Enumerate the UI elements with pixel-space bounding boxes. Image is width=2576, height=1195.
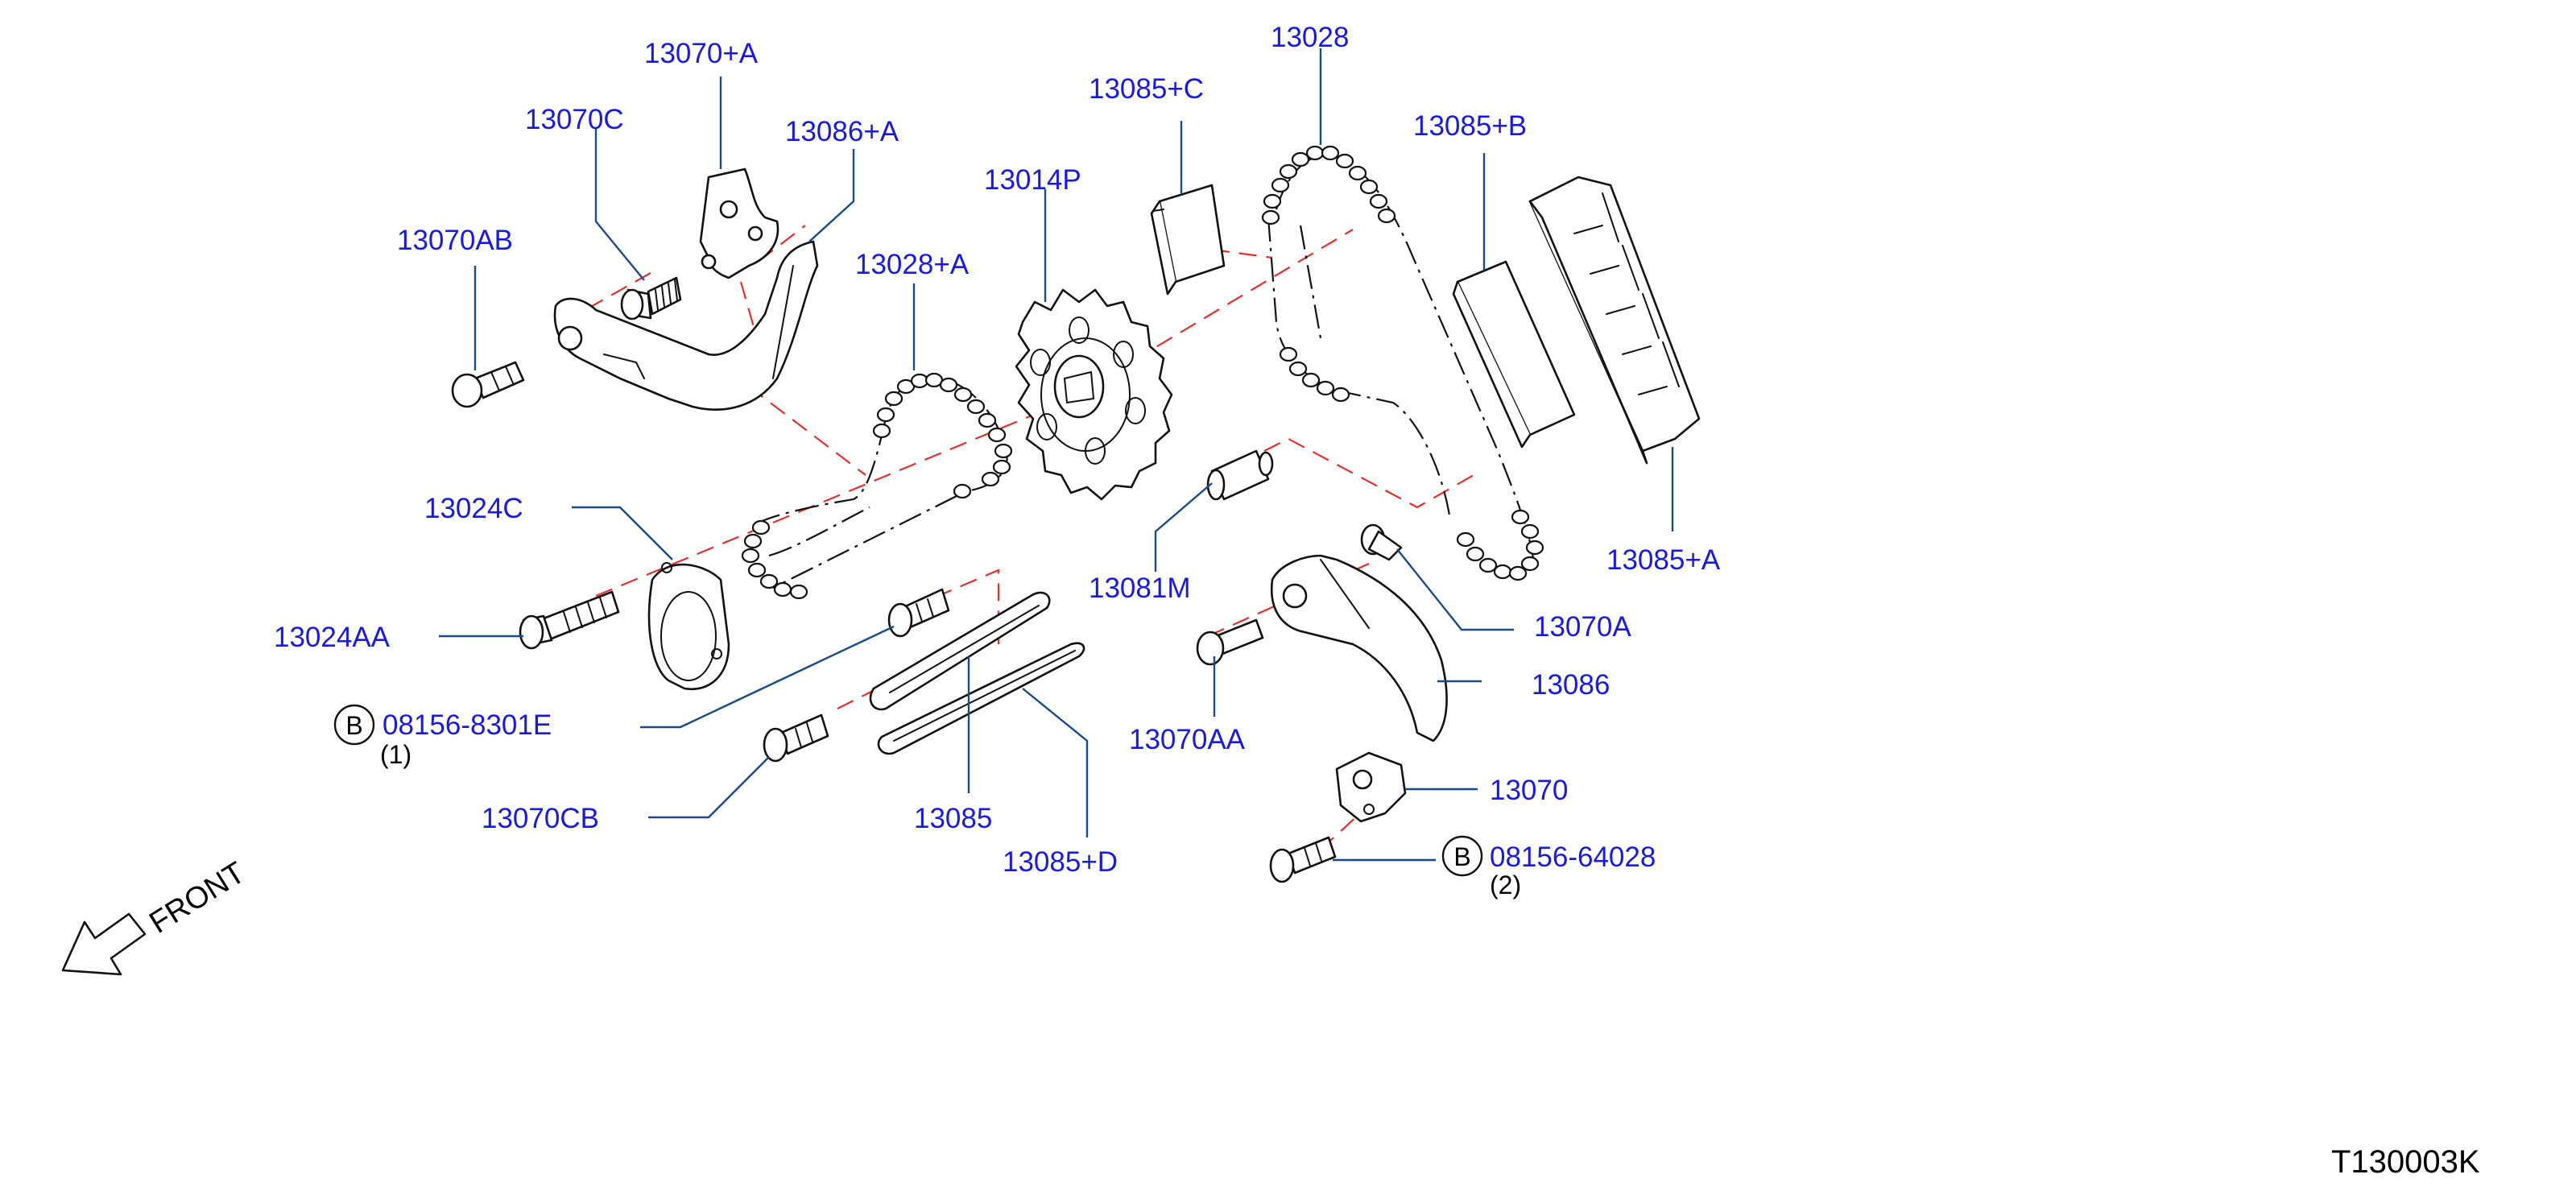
- callout-13024c: 13024C: [424, 493, 523, 524]
- callout-13070aa: 13070AA: [1129, 724, 1246, 755]
- callout-13086: 13086: [1532, 669, 1610, 701]
- guide-13085a: [1528, 176, 1701, 465]
- callout-08156-64028: 08156-64028: [1490, 841, 1656, 873]
- callout-13014p: 13014P: [984, 164, 1081, 196]
- bolt-mark-2: B (2): [1441, 835, 1521, 899]
- callout-13085d: 13085+D: [1003, 846, 1118, 878]
- callout-13086a: 13086+A: [785, 116, 899, 147]
- bracket-13024c: [647, 562, 730, 691]
- bolt-mark-2-qty: (2): [1490, 870, 1521, 899]
- bolt-mark-2-letter: B: [1453, 842, 1470, 871]
- callout-13028a: 13028+A: [855, 249, 970, 280]
- pin-13070ab: [451, 361, 525, 408]
- callout-13085: 13085: [914, 803, 992, 834]
- chain-13028a: [741, 372, 1013, 600]
- pin-13070aa: [1196, 618, 1264, 666]
- callout-13070: 13070: [1490, 775, 1568, 806]
- bolt-13070c: [620, 276, 682, 320]
- centerlines: [563, 225, 1474, 850]
- front-label: FRONT: [144, 856, 251, 941]
- tension-arm-13086: [1270, 554, 1448, 742]
- bolt-08156-8301e: [887, 588, 950, 638]
- bolt-13070cb: [763, 713, 829, 763]
- guide-13085c: [1150, 184, 1226, 296]
- bolt-mark-1-qty: (1): [380, 740, 411, 769]
- callout-13085a: 13085+A: [1606, 544, 1721, 576]
- callout-08156-8301e: 08156-8301E: [382, 709, 552, 741]
- bolt-mark-1-letter: B: [345, 711, 362, 740]
- sprocket-13014p: [1015, 288, 1173, 501]
- bolt-13024aa: [519, 590, 620, 650]
- pin-13070a: [1360, 523, 1403, 561]
- guide-13085b: [1452, 260, 1576, 449]
- callout-13024aa: 13024AA: [274, 622, 391, 653]
- guide-13085d: [877, 642, 1085, 755]
- bolt-08156-64028: [1269, 836, 1337, 883]
- callout-13070ab: 13070AB: [397, 225, 513, 256]
- callout-13085c: 13085+C: [1089, 73, 1204, 105]
- leader-lines: [439, 48, 1674, 862]
- part-13081m: [1206, 449, 1274, 501]
- chain-13028: [1261, 145, 1544, 581]
- front-arrow: [61, 912, 147, 976]
- callout-13070a-plus: 13070+A: [644, 38, 759, 69]
- bolt-mark-1: B (1): [333, 704, 411, 769]
- tensioner-13070a-plus: [699, 167, 779, 279]
- drawing-number: T130003K: [2331, 1144, 2480, 1180]
- tensioner-13070: [1335, 751, 1407, 823]
- callout-13028: 13028: [1271, 22, 1349, 53]
- callout-labels: 13070+A 13070C 13086+A 13070AB 13028+A 1…: [274, 22, 1721, 878]
- callout-13070c: 13070C: [525, 104, 624, 135]
- callout-13085b: 13085+B: [1413, 110, 1527, 142]
- guide-13085: [869, 591, 1051, 711]
- callout-13081m: 13081M: [1089, 573, 1190, 604]
- tension-arm-13086a: [553, 240, 819, 411]
- callout-13070a: 13070A: [1534, 611, 1631, 643]
- callout-13070cb: 13070CB: [482, 803, 599, 834]
